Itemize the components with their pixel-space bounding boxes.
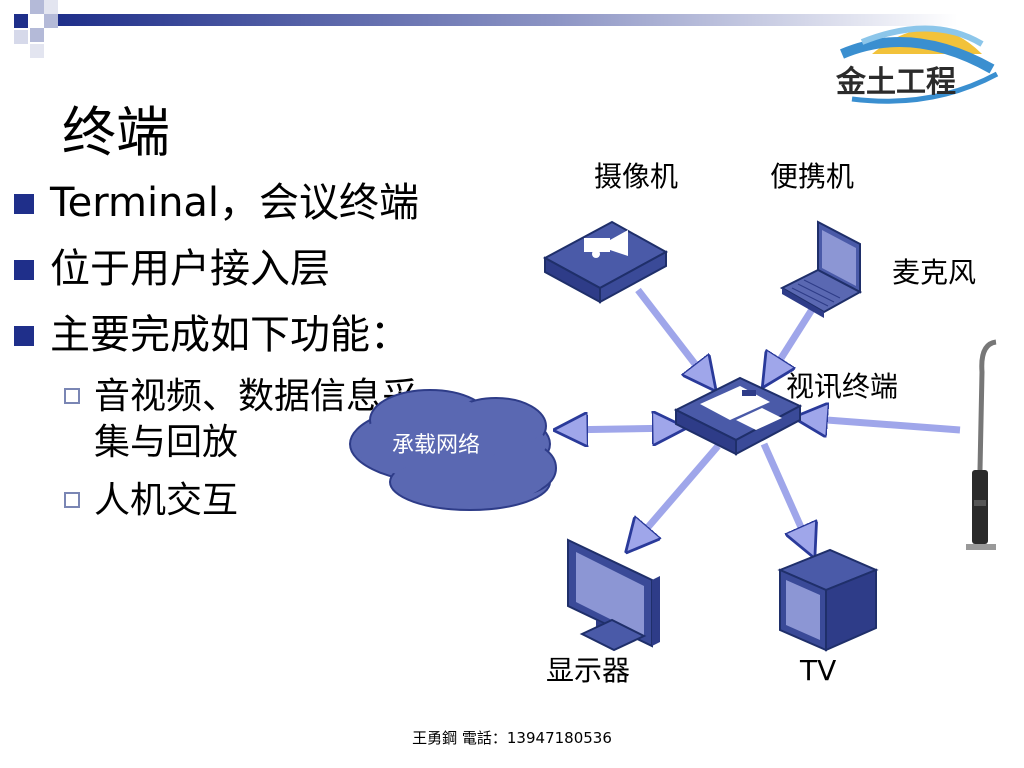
laptop-label: 便携机: [770, 160, 855, 193]
bullet-text: 位于用户接入层: [50, 246, 330, 292]
bullet-list: Terminal，会议终端 位于用户接入层 主要完成如下功能： 音视频、数据信息…: [12, 174, 472, 524]
arrow-tv: [760, 442, 812, 552]
bullet-item: Terminal，会议终端: [12, 174, 472, 240]
sub-bullet-marker: [64, 388, 80, 404]
arrow-monitor: [630, 443, 721, 548]
page-title: 终端: [62, 101, 170, 164]
monitor-icon: [567, 538, 660, 652]
bullet-marker: [14, 194, 34, 214]
logo-text: 金土工程: [835, 65, 956, 100]
sub-bullet-item: 人机交互: [64, 478, 444, 524]
bullet-item: 主要完成如下功能：: [12, 306, 472, 372]
camera-icon: [542, 220, 669, 304]
video-terminal-icon: [673, 376, 803, 456]
sub-bullet-item: 音视频、数据信息采集与回放: [64, 374, 444, 466]
connection-arrows: [560, 287, 961, 552]
company-logo: 金土工程: [835, 25, 999, 104]
monitor-label: 显示器: [546, 654, 631, 687]
camera-label: 摄像机: [594, 160, 679, 193]
sub-bullet-marker: [64, 492, 80, 508]
bullet-item: 位于用户接入层: [12, 240, 472, 306]
arrow-camera: [635, 287, 712, 386]
arrow-microphone: [800, 418, 961, 430]
bullet-text: Terminal，会议终端: [50, 180, 420, 226]
header-decoration: [14, 0, 958, 58]
tv-label: TV: [800, 654, 837, 687]
microphone-icon: [966, 339, 997, 550]
terminal-label: 视讯终端: [786, 370, 899, 403]
tv-icon: [777, 548, 879, 652]
bullet-marker: [14, 260, 34, 280]
bullet-marker: [14, 326, 34, 346]
sub-bullet-text: 人机交互: [94, 480, 239, 521]
footer-contact: 王勇鋼 電話：13947180536: [412, 729, 612, 747]
sub-bullet-text: 音视频、数据信息采集与回放: [94, 376, 419, 463]
bullet-text: 主要完成如下功能：: [50, 312, 410, 358]
microphone-label: 麦克风: [892, 256, 977, 289]
laptop-icon: [779, 220, 863, 318]
network-label: 承载网络: [392, 433, 481, 458]
arrow-network: [560, 428, 680, 430]
arrow-laptop: [766, 298, 821, 382]
